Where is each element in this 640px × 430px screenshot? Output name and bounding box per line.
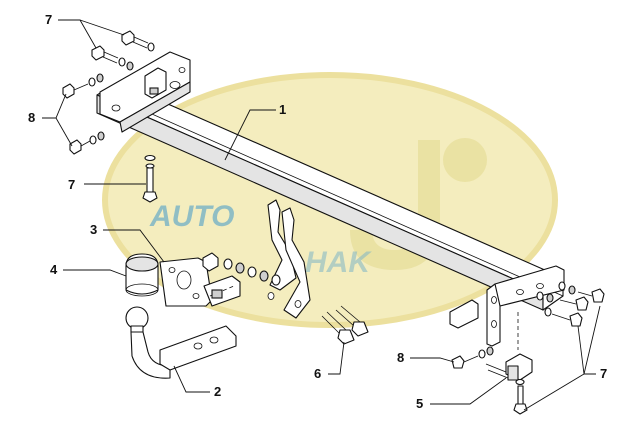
vertical-bolt-left bbox=[142, 154, 158, 203]
left-mounting-bracket bbox=[99, 51, 191, 133]
watermark-text-right: HAK bbox=[305, 246, 372, 279]
callout-3: 3 bbox=[90, 222, 97, 237]
watermark-text-left: AUTO bbox=[149, 200, 234, 233]
bolt-set-top bbox=[91, 30, 155, 71]
callout-2: 2 bbox=[214, 384, 221, 399]
right-mounting-bracket bbox=[449, 265, 565, 347]
ball-cover bbox=[125, 253, 159, 297]
small-bracket bbox=[485, 312, 533, 415]
watermark-ball-icon bbox=[443, 138, 487, 182]
ball-neck bbox=[125, 306, 237, 379]
callout-8-right: 8 bbox=[397, 350, 404, 365]
center-bracket bbox=[267, 199, 311, 319]
callout-7-left: 7 bbox=[68, 177, 75, 192]
bolt-set-right bbox=[451, 281, 605, 369]
callout-labels: 7 8 7 1 3 4 2 6 8 5 7 bbox=[28, 12, 607, 411]
callout-4: 4 bbox=[50, 262, 58, 277]
callout-1: 1 bbox=[279, 102, 286, 117]
callout-7-right: 7 bbox=[600, 366, 607, 381]
callout-6: 6 bbox=[314, 366, 321, 381]
callout-5: 5 bbox=[416, 396, 423, 411]
callout-7-top: 7 bbox=[45, 12, 52, 27]
fastener-set-mount bbox=[202, 252, 281, 286]
callout-8-left: 8 bbox=[28, 110, 35, 125]
leader-lines bbox=[42, 19, 601, 411]
ball-mount-plate bbox=[159, 257, 241, 307]
bolt-set-center bbox=[321, 305, 369, 345]
bolt-set-left bbox=[62, 73, 105, 155]
